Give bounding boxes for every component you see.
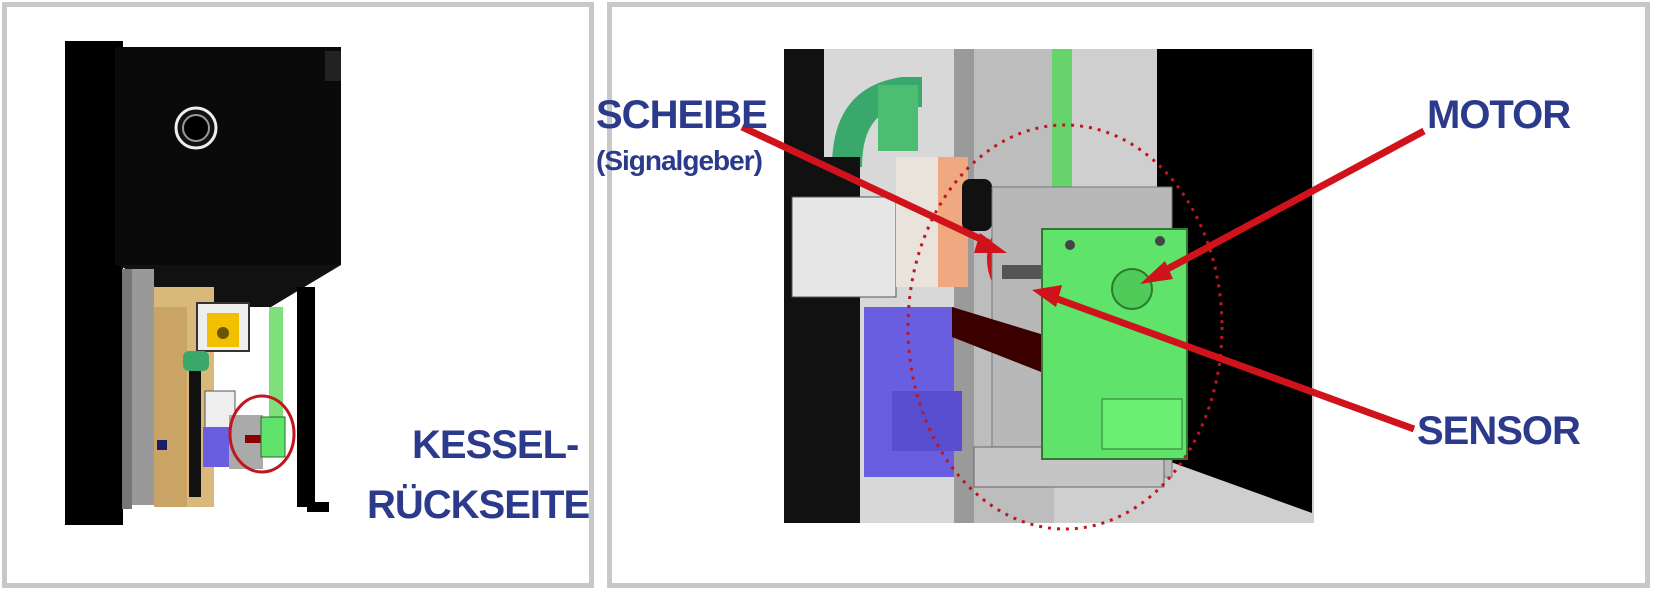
arrow-icon xyxy=(740,123,1426,433)
highlight-circle xyxy=(228,394,296,474)
motor-shaft-icon xyxy=(1111,268,1153,310)
label-sensor: SENSOR xyxy=(1417,409,1581,453)
closeup-panel: SCHEIBE (Signalgeber) MOTOR SENSOR xyxy=(596,2,1650,588)
motor-closeup-illustration xyxy=(740,49,1426,531)
caption-line2: RÜCKSEITE xyxy=(367,483,590,527)
highlight-dotted-circle xyxy=(906,123,1224,531)
caption-line1: KESSEL- xyxy=(412,423,579,467)
label-motor: MOTOR xyxy=(1427,93,1571,137)
label-signalgeber: (Signalgeber) xyxy=(596,145,763,176)
boiler-rear-illustration xyxy=(65,41,341,525)
label-scheibe: SCHEIBE xyxy=(596,93,768,137)
boiler-rear-panel: KESSEL- RÜCKSEITE xyxy=(2,2,594,588)
